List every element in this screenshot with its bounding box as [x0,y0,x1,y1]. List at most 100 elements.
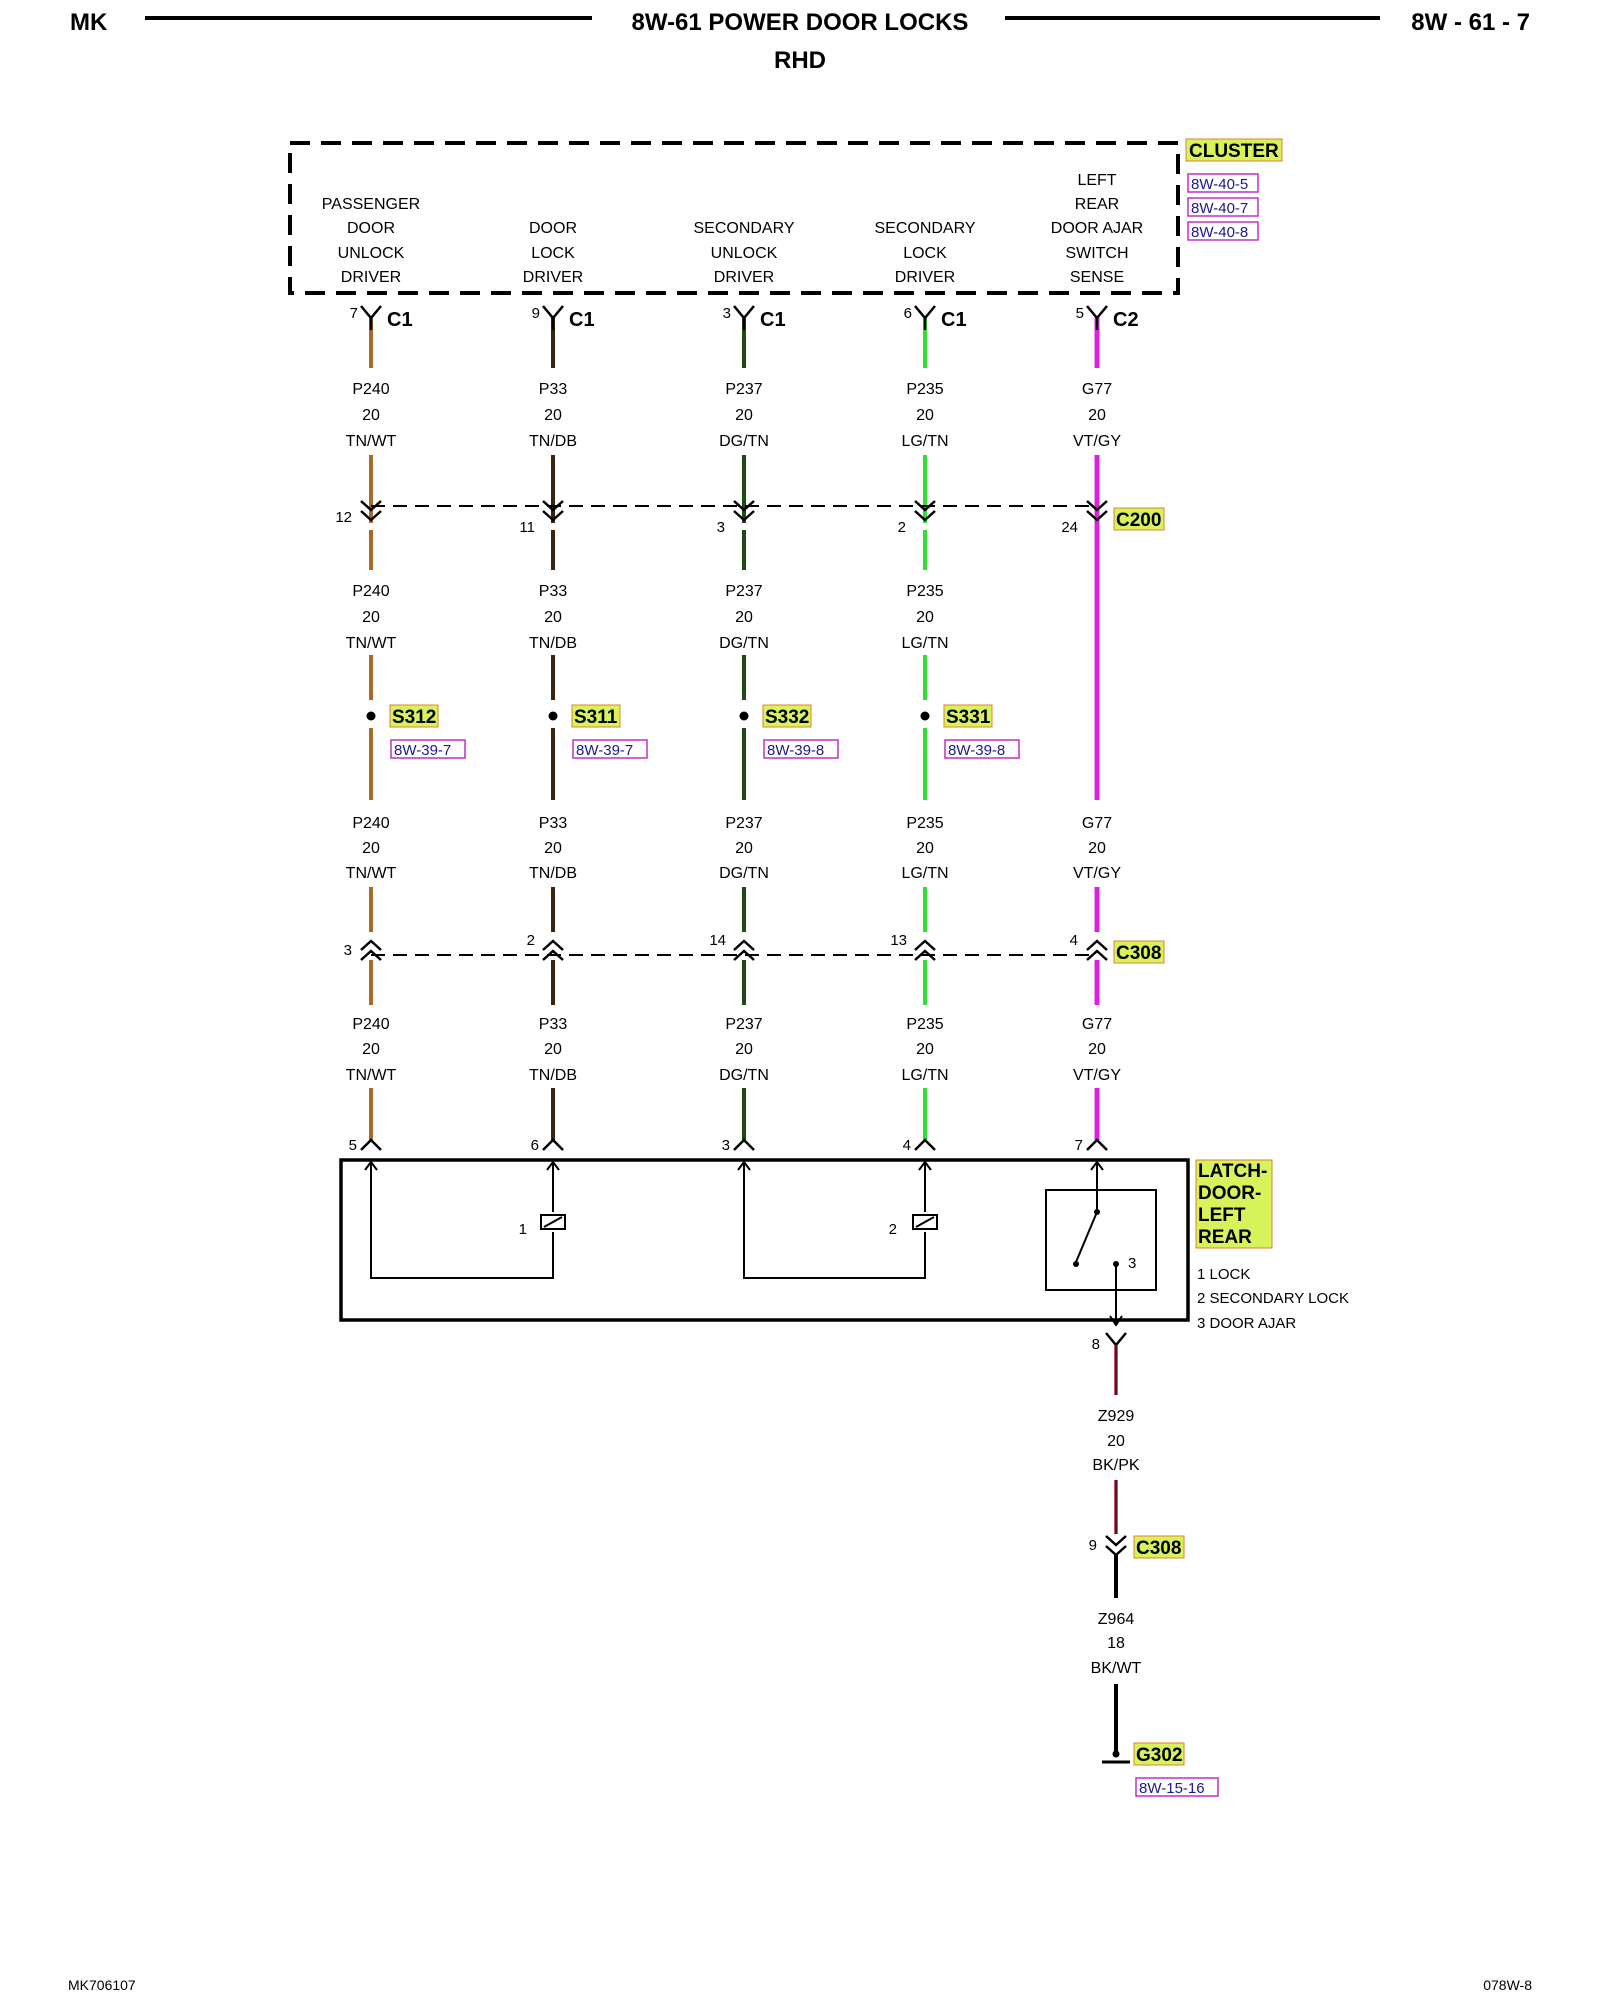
svg-text:20: 20 [544,1041,562,1058]
latch-internal-wiring [364,1160,1157,1327]
svg-text:DG/TN: DG/TN [719,1067,769,1084]
svg-text:8W-39-7[interactable]: 8W-39-7 [576,742,633,759]
cluster-name: CLUSTER [1189,141,1279,162]
svg-text:20: 20 [362,609,380,626]
svg-text:20: 20 [916,840,934,857]
svg-text:20: 20 [544,407,562,424]
svg-text:VT/GY: VT/GY [1073,1067,1121,1084]
g302-ref-box [1135,1777,1219,1797]
latch-box [339,1158,1190,1322]
svg-text:DOOR: DOOR [529,220,577,237]
svg-text:LG/TN: LG/TN [901,1067,948,1084]
cluster-conn-4: C1 [941,309,967,331]
svg-text:LOCK: LOCK [531,245,575,262]
c308-ground-pin [1105,1535,1127,1557]
svg-text:REAR: REAR [1075,196,1119,213]
svg-text:DOOR-: DOOR- [1198,1183,1261,1204]
latch-pin-4: 4 [903,1137,911,1154]
svg-text:8W-39-7[interactable]: 8W-39-7 [394,742,451,759]
svg-text:LG/TN: LG/TN [901,635,948,652]
latch-input-pins [360,1138,1108,1151]
svg-text:P235: P235 [906,1016,943,1033]
svg-text:DRIVER: DRIVER [895,269,955,286]
cluster-ref-3[interactable]: 8W-40-8 [1191,224,1248,241]
cluster-pin-1: 7 [350,305,358,322]
cluster-ref-2[interactable]: 8W-40-7 [1191,200,1248,217]
svg-text:G77: G77 [1082,1016,1112,1033]
latch-ground-pin [1105,1332,1127,1347]
svg-text:1 LOCK: 1 LOCK [1197,1266,1250,1283]
cluster-highlight [1185,138,1283,162]
latch-name: LATCH- DOOR- LEFT REAR [1198,1161,1267,1248]
c308-pin-5: 4 [1070,932,1078,949]
latch-pin-1: 5 [349,1137,357,1154]
latch-ground-pin-number: 8 [1092,1336,1100,1353]
page-title: 8W-61 POWER DOOR LOCKS [632,9,969,36]
svg-text:DRIVER: DRIVER [341,269,401,286]
header-right: 8W - 61 - 7 [1411,9,1530,36]
circuit-z964-label: Z964 18 BK/WT [1091,1611,1142,1677]
c308-ground-name: C308 [1136,1538,1181,1559]
svg-text:20: 20 [1088,407,1106,424]
g302-ref[interactable]: 8W-15-16 [1139,1780,1205,1797]
svg-text:P237: P237 [725,815,762,832]
cluster-function-3: SECONDARY UNLOCK DRIVER [693,220,794,286]
svg-text:LATCH-: LATCH- [1198,1161,1267,1182]
svg-text:S332: S332 [765,707,809,728]
g302-highlight [1133,1742,1185,1766]
cluster-pin-5: 5 [1076,305,1084,322]
c200-name: C200 [1116,510,1161,531]
svg-text:TN/WT: TN/WT [346,433,397,450]
cluster-pin-3: 3 [723,305,731,322]
svg-text:TN/DB: TN/DB [529,1067,577,1084]
svg-text:SECONDARY: SECONDARY [693,220,794,237]
svg-text:LEFT: LEFT [1198,1205,1246,1226]
svg-text:G77: G77 [1082,815,1112,832]
svg-text:DOOR AJAR: DOOR AJAR [1051,220,1143,237]
svg-text:8W-39-8[interactable]: 8W-39-8 [767,742,824,759]
svg-text:P240: P240 [352,815,389,832]
svg-text:20: 20 [1088,1041,1106,1058]
svg-text:TN/WT: TN/WT [346,865,397,882]
c200-pin-1: 12 [335,509,352,526]
svg-text:TN/DB: TN/DB [529,865,577,882]
svg-text:2 SECONDARY LOCK: 2 SECONDARY LOCK [1197,1290,1349,1307]
svg-text:P235: P235 [906,815,943,832]
svg-text:18: 18 [1107,1635,1125,1652]
splice-s311: S311 8W-39-7 [548,704,648,759]
solenoid-1-icon [540,1214,566,1230]
svg-text:S311: S311 [574,707,618,728]
svg-text:P240: P240 [352,1016,389,1033]
svg-text:LEFT: LEFT [1077,172,1116,189]
c200-pin-3: 3 [717,519,725,536]
svg-text:8W-39-8[interactable]: 8W-39-8 [948,742,1005,759]
svg-text:G77: G77 [1082,381,1112,398]
c308-highlight [1113,940,1165,964]
svg-text:20: 20 [362,1041,380,1058]
cluster-pin-2: 9 [532,305,540,322]
svg-text:P237: P237 [725,1016,762,1033]
cluster-conn-5: C2 [1113,309,1139,331]
circuit-labels-row-2: P240 20 TN/WT P33 20 TN/DB P237 20 DG/TN… [346,583,949,652]
svg-text:DG/TN: DG/TN [719,635,769,652]
svg-text:LG/TN: LG/TN [901,433,948,450]
circuit-labels-row-1: P240 20 TN/WT P33 20 TN/DB P237 20 DG/TN… [346,381,1122,450]
svg-text:20: 20 [735,1041,753,1058]
svg-text:TN/DB: TN/DB [529,433,577,450]
svg-text:P240: P240 [352,583,389,600]
svg-text:S312: S312 [392,707,436,728]
splice-s312: S312 8W-39-7 [366,704,466,759]
latch-highlight [1195,1159,1273,1249]
cluster-function-5: LEFT REAR DOOR AJAR SWITCH SENSE [1051,172,1143,286]
svg-text:BK/WT: BK/WT [1091,1660,1142,1677]
latch-pin-5: 7 [1075,1137,1083,1154]
svg-text:P33: P33 [539,1016,568,1033]
svg-text:TN/WT: TN/WT [346,635,397,652]
svg-text:20: 20 [362,407,380,424]
svg-text:LOCK: LOCK [903,245,947,262]
cluster-function-1: PASSENGER DOOR UNLOCK DRIVER [322,196,420,286]
svg-text:UNLOCK: UNLOCK [711,245,778,262]
cluster-ref-1[interactable]: 8W-40-5 [1191,176,1248,193]
svg-text:P33: P33 [539,583,568,600]
